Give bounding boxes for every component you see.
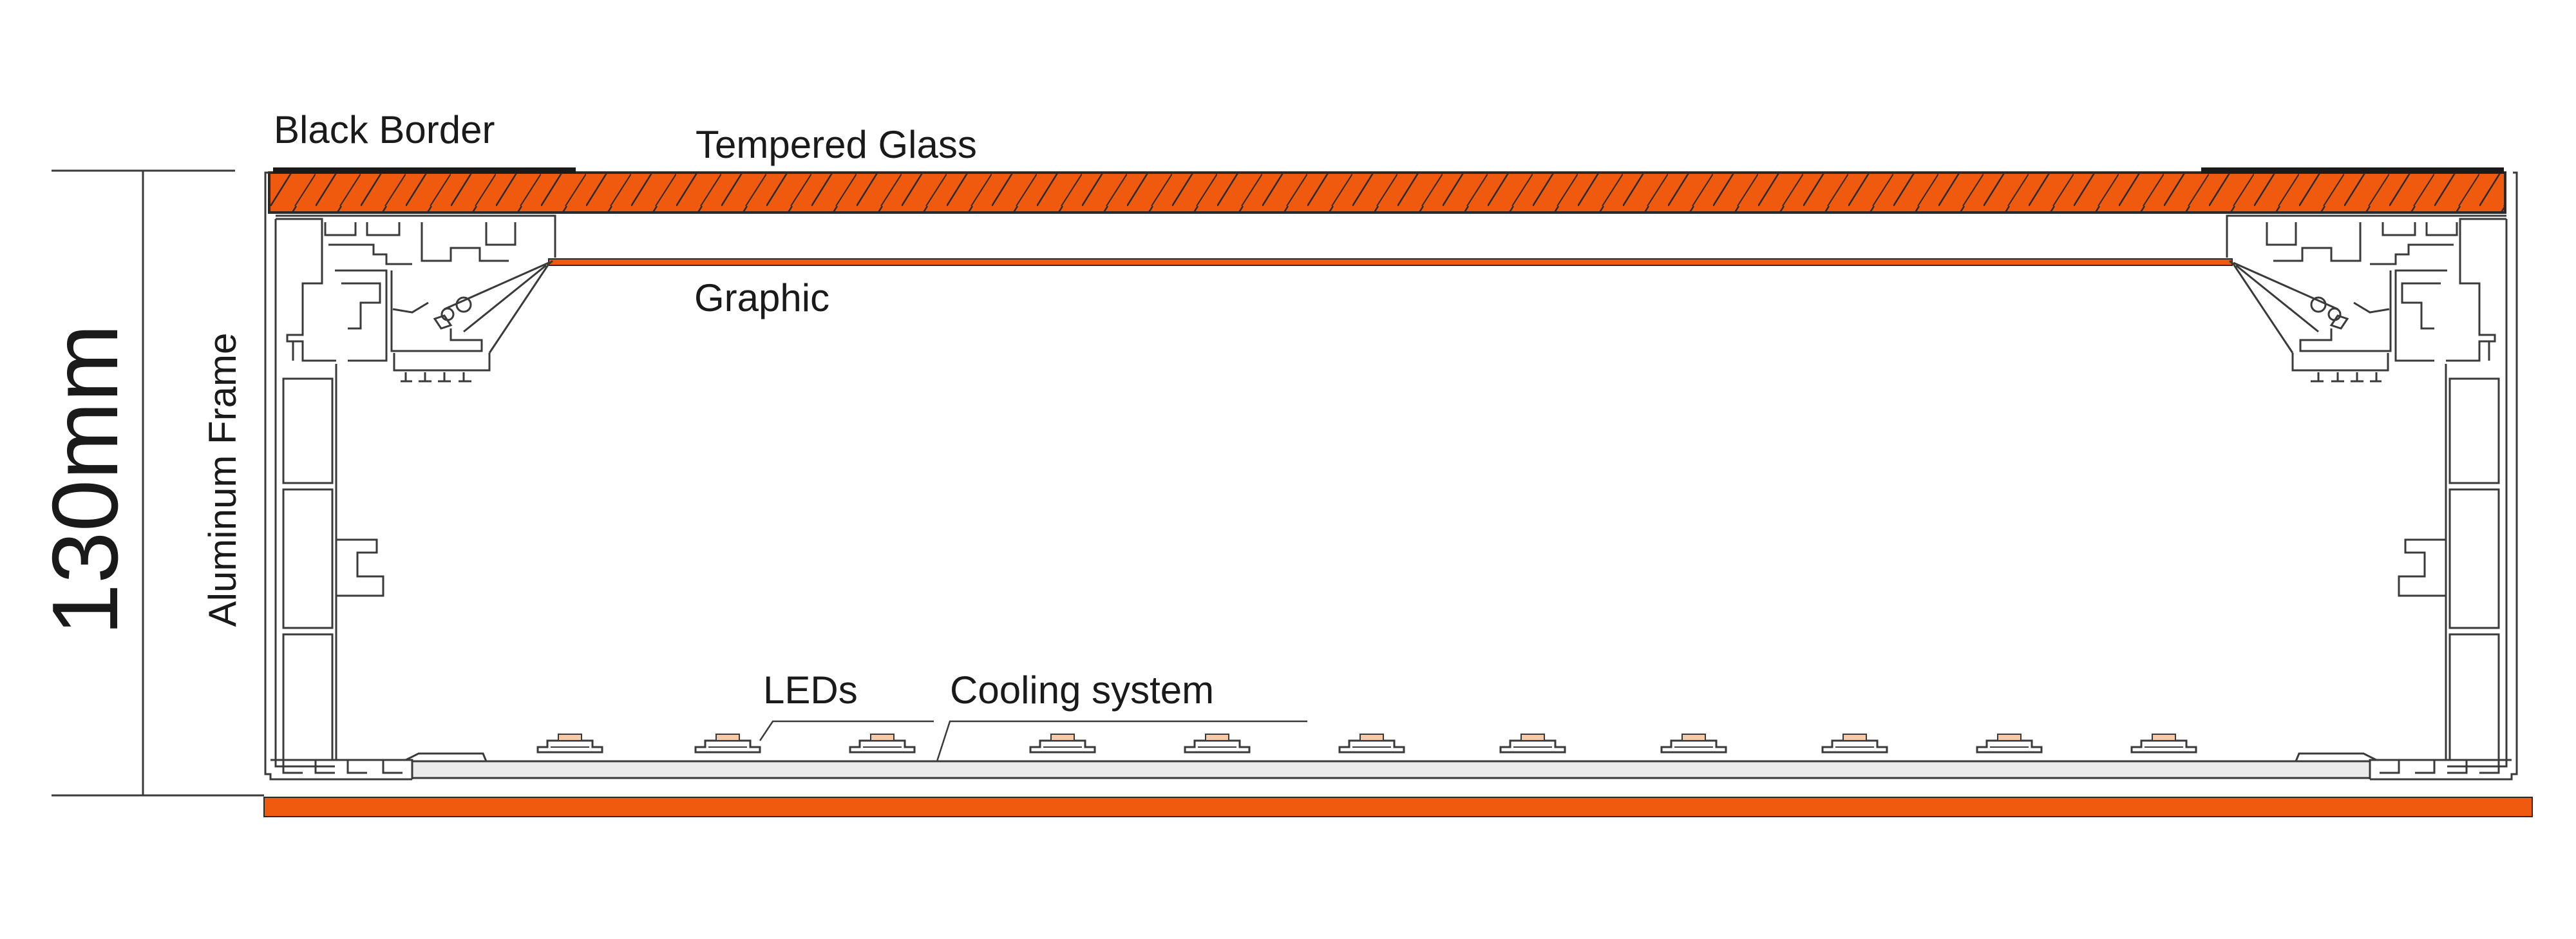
cooling-system-leader bbox=[936, 720, 1307, 762]
aluminum-frame-left bbox=[264, 171, 556, 781]
black-border-label: Black Border bbox=[274, 108, 495, 151]
leds-label: LEDs bbox=[763, 669, 858, 712]
aluminum-frame-right bbox=[2226, 171, 2518, 781]
black-border-right bbox=[2201, 167, 2504, 173]
led-chip bbox=[1338, 734, 1405, 754]
aluminum-frame-label: Aluminum Frame bbox=[201, 333, 244, 627]
led-chip bbox=[536, 734, 603, 754]
led-row bbox=[536, 734, 2197, 754]
led-chip bbox=[1976, 734, 2043, 754]
led-chip bbox=[1184, 734, 1251, 754]
height-dimension-label: 130mm bbox=[33, 324, 137, 636]
cooling-system-label: Cooling system bbox=[950, 669, 1214, 712]
led-chip bbox=[1499, 734, 1566, 754]
leader-lines bbox=[759, 720, 1307, 762]
tempered-glass-label: Tempered Glass bbox=[696, 123, 977, 166]
height-dimension bbox=[52, 169, 264, 797]
led-chip bbox=[1660, 734, 1727, 754]
tempered-glass bbox=[268, 171, 2506, 214]
cooling-system-plate bbox=[411, 760, 2371, 779]
black-border-left bbox=[273, 167, 576, 173]
graphic-sheet bbox=[548, 258, 2233, 266]
led-chip bbox=[1029, 734, 1096, 754]
led-chip bbox=[1821, 734, 1888, 754]
graphic-label: Graphic bbox=[694, 276, 829, 319]
leds-leader bbox=[759, 720, 934, 741]
led-chip bbox=[2130, 734, 2197, 754]
led-chip bbox=[849, 734, 916, 754]
led-chip bbox=[694, 734, 761, 754]
back-panel bbox=[263, 797, 2533, 817]
